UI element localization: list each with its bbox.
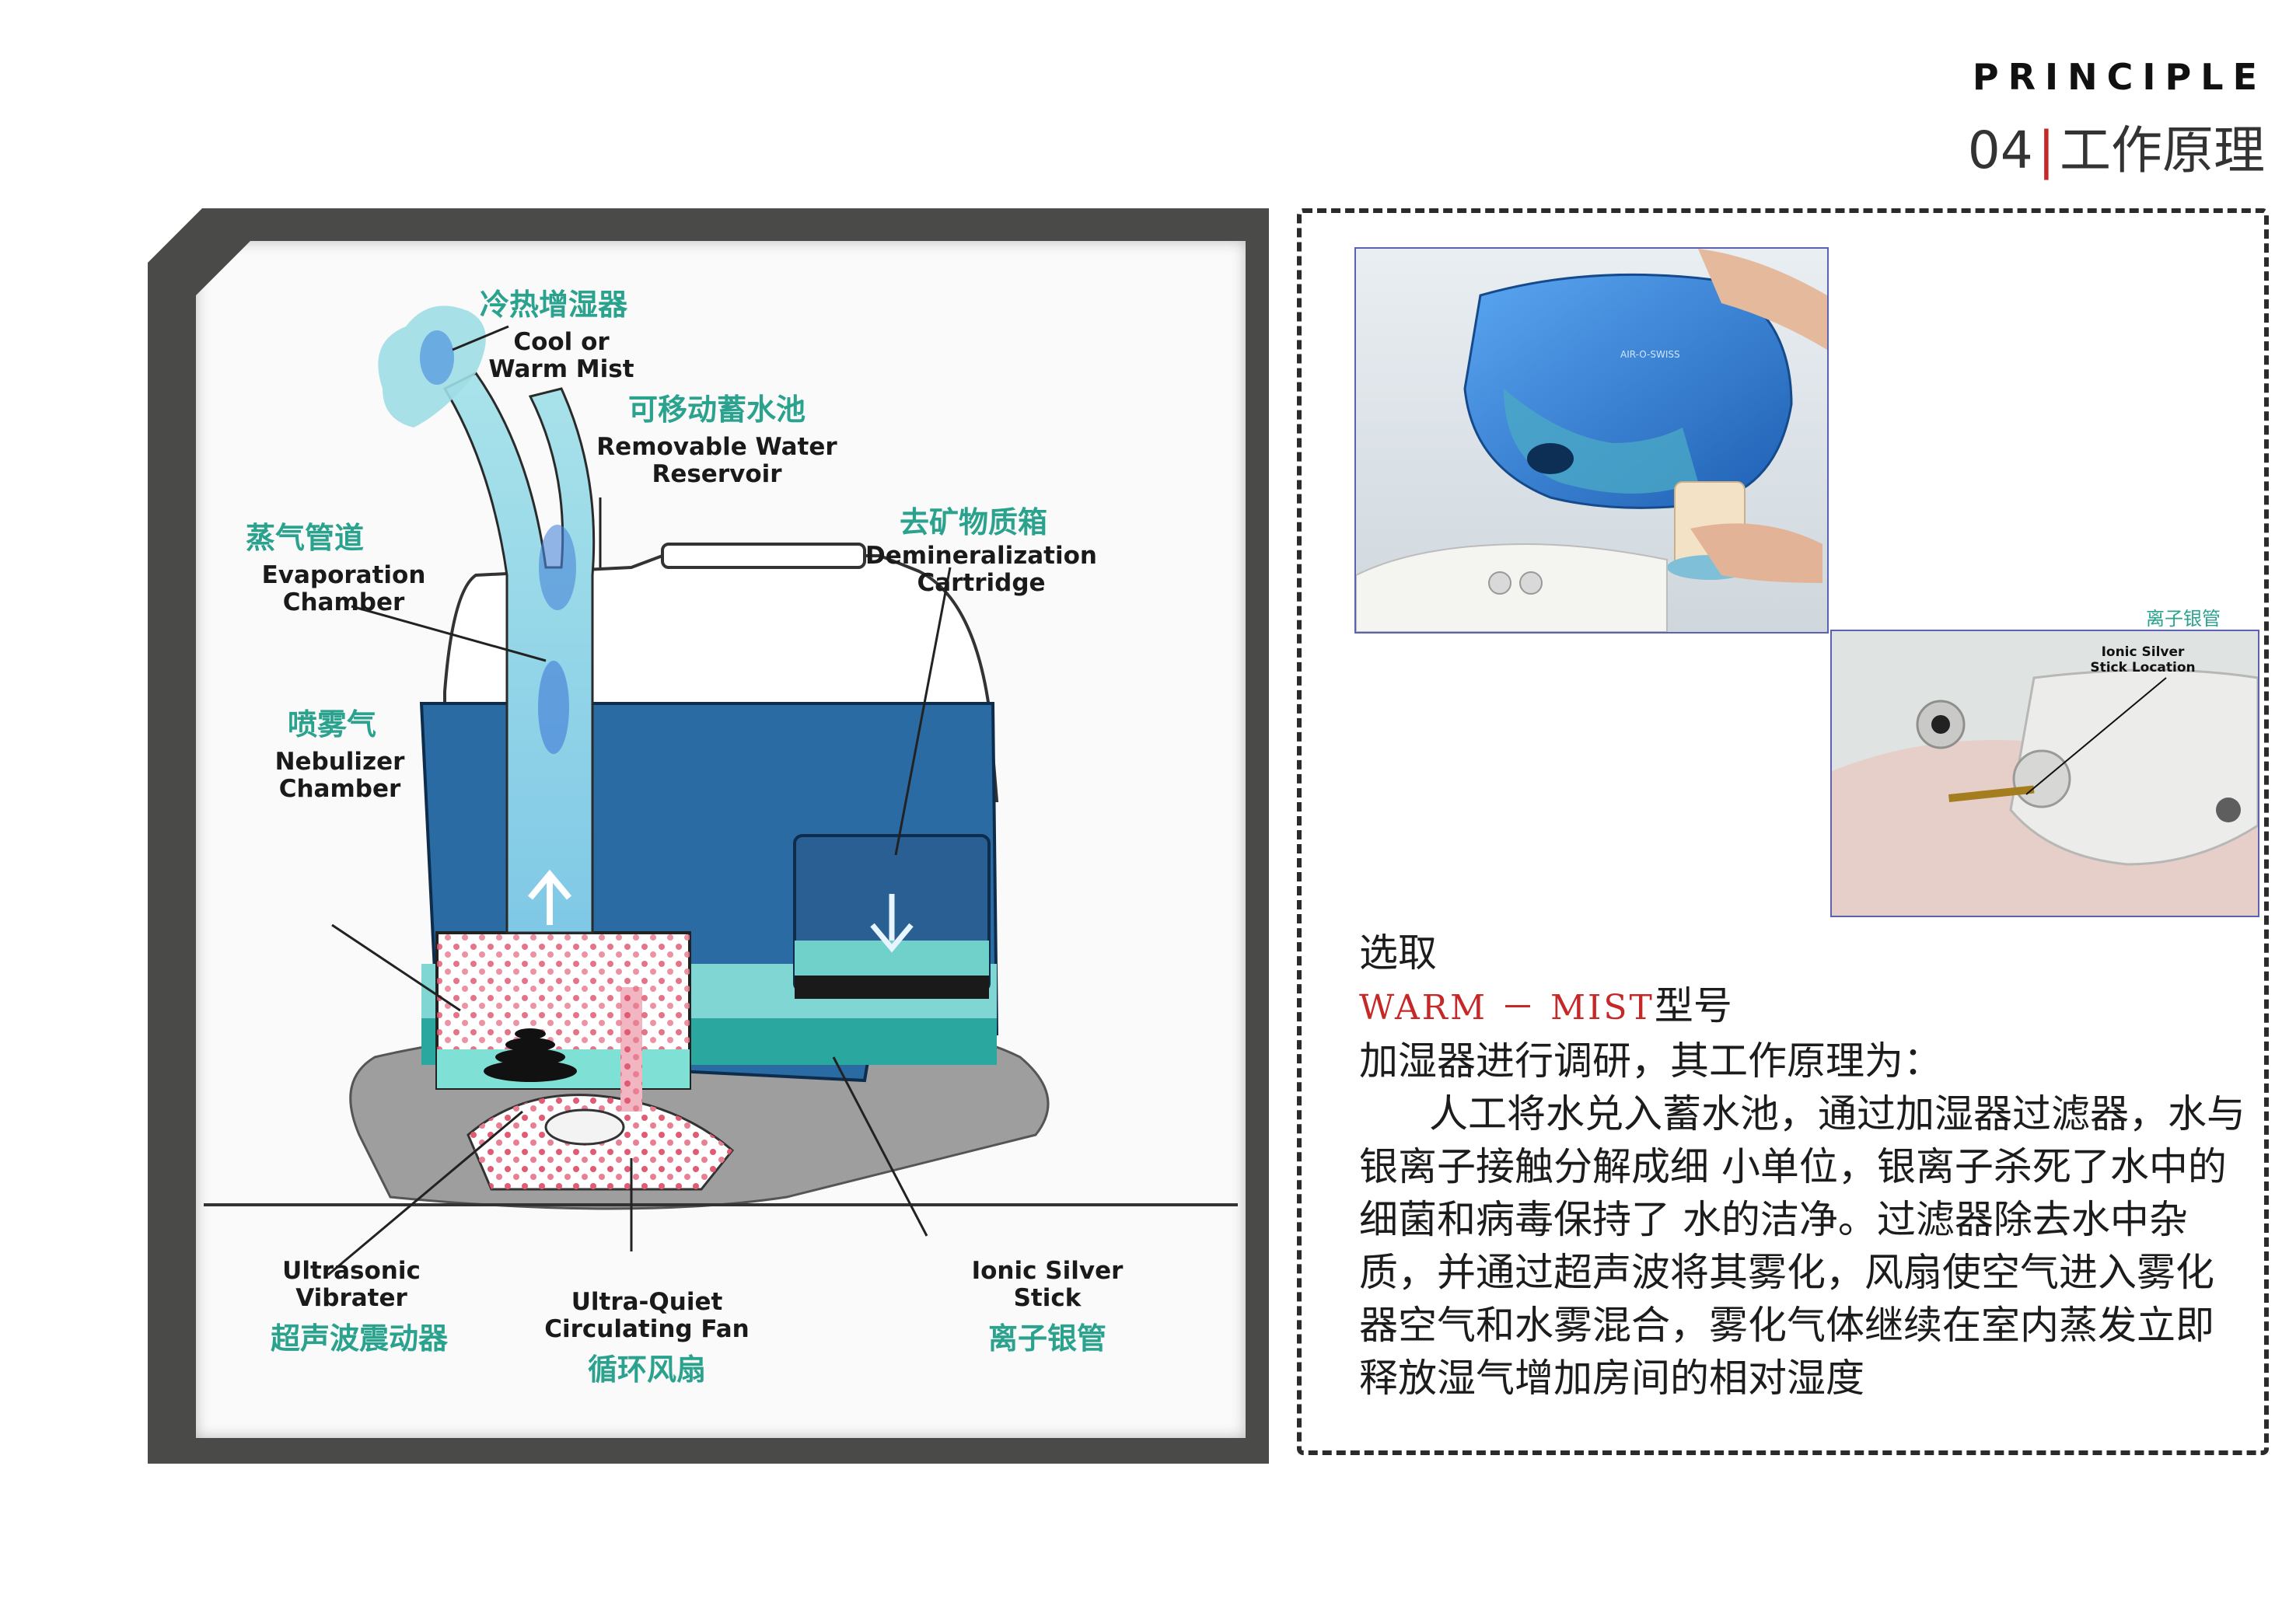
- label-mist-cn: 冷热增湿器: [480, 288, 628, 322]
- text-paragraph: 人工将水兑入蓄水池，通过加湿器过滤器，水与银离子接触分解成细 小单位，银离子杀死…: [1359, 1091, 2245, 1401]
- label-evap-en-2: Chamber: [283, 588, 405, 616]
- label-demin-en-2: Cartridge: [917, 569, 1045, 597]
- info-box: [1297, 208, 2269, 1455]
- brand-text: AIR-O-SWISS: [1620, 349, 1680, 360]
- ionic-stick-caption: 离子银管: [2146, 608, 2221, 630]
- label-fan-en-1: Ultra-Quiet: [571, 1288, 723, 1316]
- text-line-model: WARM － MIST型号: [1359, 979, 2245, 1035]
- page-title-en: PRINCIPLE: [1972, 56, 2266, 98]
- circulating-fan: [544, 1108, 625, 1146]
- label-reservoir-cn: 可移动蓄水池: [628, 393, 806, 427]
- product-photo-illustration: AIR-O-SWISS: [1356, 249, 1827, 632]
- label-ionic-cn: 离子银管: [988, 1321, 1106, 1356]
- section-number: 04: [1967, 120, 2033, 180]
- label-demin-en-1: Demineralization: [865, 542, 1097, 570]
- label-reservoir-en-2: Reservoir: [652, 460, 782, 488]
- model-name: WARM － MIST: [1359, 988, 1655, 1028]
- label-evap-en-1: Evaporation: [262, 561, 426, 589]
- text-line-intro: 加湿器进行调研，其工作原理为：: [1359, 1038, 1942, 1084]
- label-fan-en-2: Circulating Fan: [544, 1315, 750, 1343]
- ionic-stick-photo: Ionic Silver Stick Location: [1830, 630, 2259, 917]
- ionic-stick-illustration: Ionic Silver Stick Location: [1832, 631, 2258, 916]
- ionic-stick-label-2: Stick Location: [2090, 660, 2195, 675]
- section-title: 工作原理: [2060, 120, 2265, 180]
- title-divider: |: [2037, 120, 2055, 180]
- label-evap-cn: 蒸气管道: [246, 521, 364, 555]
- ionic-stick-label-1: Ionic Silver: [2102, 644, 2185, 660]
- text-line-select: 选取: [1359, 930, 1437, 976]
- label-fan-cn: 循环风扇: [588, 1352, 706, 1387]
- humidifier-diagram: 冷热增湿器 Cool or Warm Mist 可移动蓄水池 Removable…: [204, 288, 1238, 1387]
- label-nebul-cn: 喷雾气: [288, 707, 376, 742]
- label-ultra-en-1: Ultrasonic: [282, 1257, 421, 1285]
- principle-description: 选取 WARM － MIST型号 加湿器进行调研，其工作原理为： 人工将水兑入蓄…: [1359, 927, 2245, 1405]
- label-ultra-en-2: Vibrater: [295, 1284, 407, 1312]
- product-photo: AIR-O-SWISS: [1354, 247, 1829, 633]
- label-nebul-en-1: Nebulizer: [275, 748, 406, 776]
- label-ultra-cn: 超声波震动器: [271, 1321, 449, 1356]
- label-ionic-en-2: Stick: [1014, 1284, 1082, 1312]
- model-suffix: 型号: [1654, 983, 1732, 1028]
- page-title-cn: 04|工作原理: [1968, 109, 2265, 183]
- label-nebul-en-2: Chamber: [279, 775, 401, 803]
- label-demin-cn: 去矿物质箱: [900, 505, 1047, 539]
- ultrasonic-vibrater: [484, 1028, 577, 1082]
- label-reservoir-en-1: Removable Water: [596, 433, 837, 461]
- label-mist-en-2: Warm Mist: [488, 355, 634, 383]
- label-mist-en-1: Cool or: [513, 328, 610, 356]
- label-ionic-en-1: Ionic Silver: [972, 1257, 1124, 1285]
